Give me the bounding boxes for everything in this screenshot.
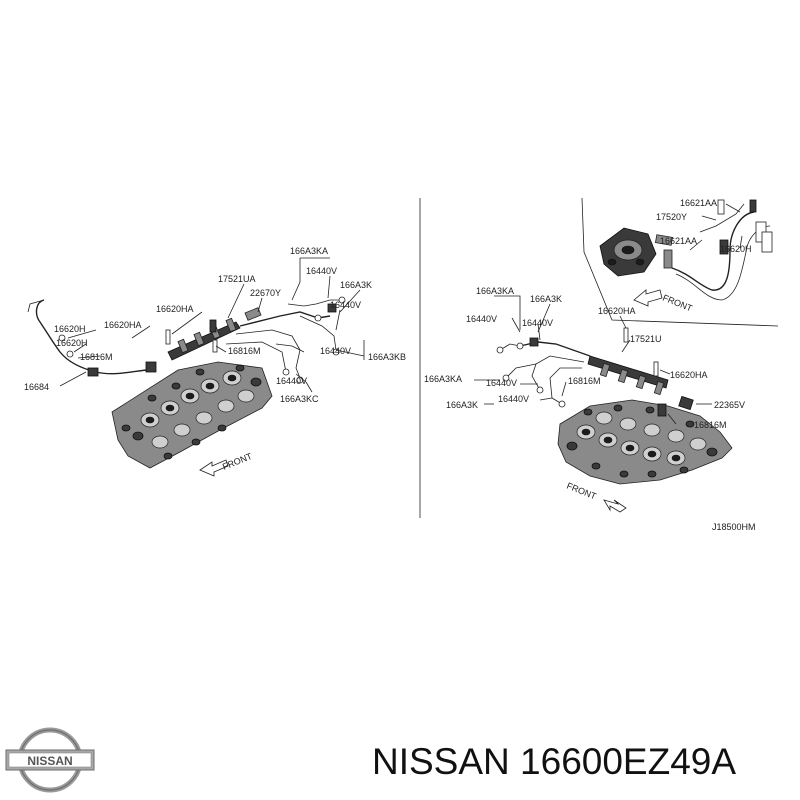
left-rail-plug [209,319,217,333]
part-label: 166A3K [530,294,562,304]
inset-front-label: FRONT [661,293,694,314]
diagram-code: J18500HM [712,522,756,532]
left-bank-assembly: FRONT [27,257,365,477]
right-sensor-plug [657,403,667,417]
right-part-labels: 16621AA 17520Y 16621AA 16620H 166A3KA 16… [424,198,752,430]
right-injectors [599,362,665,396]
part-label: 16816M [80,352,113,362]
part-label: 22670Y [250,288,281,298]
part-label: 16620HA [104,320,142,330]
right-pressure-sensor [678,395,694,411]
right-leader-lines [474,203,743,425]
part-label: 16440V [522,318,553,328]
right-head-details [566,404,718,478]
part-label: 166A3K [340,280,372,290]
left-sensor-harness [35,299,147,375]
part-label: 22365V [714,400,745,410]
product-title: NISSAN 16600EZ49A [372,741,737,782]
fuel-pump-inset [599,227,674,277]
right-fuel-pipes [519,341,591,357]
left-front-arrow [199,459,229,477]
part-label: 16440V [498,394,529,404]
part-label: 16621AA [680,198,717,208]
part-label: 166A3K [446,400,478,410]
left-head-details [121,364,262,460]
part-label: 17521UA [218,274,256,284]
part-label: 16816M [568,376,601,386]
part-label: 16620H [720,244,752,254]
inset-fuel-lines [671,211,755,291]
left-leader-lines [59,257,365,393]
part-label: 17520Y [656,212,687,222]
part-label: 166A3KC [280,394,319,404]
part-label: 166A3KA [424,374,462,384]
part-label: 16440V [276,376,307,386]
part-label: 166A3KA [290,246,328,256]
right-front-label: FRONT [565,481,598,502]
right-bolt-mid [653,361,659,377]
left-front-label: FRONT [221,451,254,472]
inset-front-arrow [633,289,663,307]
part-label: 16440V [306,266,337,276]
logo-wordmark: NISSAN [27,754,72,768]
part-label: 16620HA [670,370,708,380]
part-label: 16816M [694,420,727,430]
part-label: 166A3KA [476,286,514,296]
part-label: 16440V [330,300,361,310]
left-bolt-top [165,329,171,345]
left-bolt-lower [212,339,218,353]
part-label: 16620HA [156,304,194,314]
nissan-logo: NISSAN [5,727,95,793]
part-label: 16440V [320,346,351,356]
right-bolt-top [623,327,629,343]
part-label: 16620H [56,338,88,348]
part-label: 16620H [54,324,86,334]
part-label: 166A3KB [368,352,406,362]
part-label: 17521U [630,334,662,344]
part-label: 16440V [486,378,517,388]
part-label: 16620HA [598,306,636,316]
right-front-arrow [603,499,627,513]
left-injectors [177,317,237,354]
left-pressure-sensor [244,307,262,321]
part-label: 16684 [24,382,49,392]
left-fuel-pipes [239,311,331,327]
part-label: 16440V [466,314,497,324]
part-label: 16621AA [660,236,697,246]
inset-frame [581,197,779,327]
right-bank-assembly: FRONT [474,197,779,513]
part-label: 16816M [228,346,261,356]
left-part-labels: 166A3KA 16440V 166A3K 17521UA 22670Y 164… [24,246,406,404]
right-fuel-rail [587,355,669,389]
